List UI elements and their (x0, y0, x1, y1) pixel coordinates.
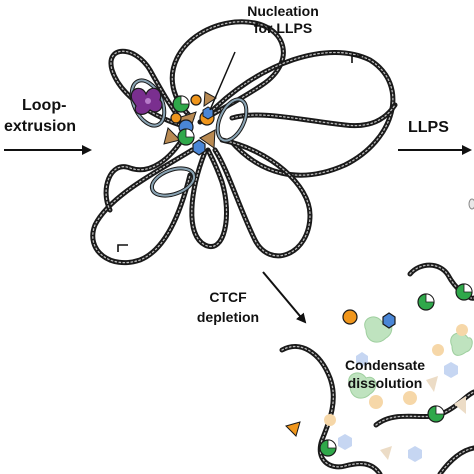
faded-orange-dot (432, 344, 444, 356)
blue-hexagon-icon (382, 312, 396, 329)
faded-tan-triangle (380, 446, 392, 460)
chromatin-strand-bottom-right (437, 445, 474, 474)
loop-extrusion-label-line1: Loop- (22, 97, 66, 114)
loop-extrusion-label-line2: extrusion (4, 118, 76, 135)
chromatin-loop-right (202, 49, 396, 178)
faded-blue-hexagon (338, 434, 352, 450)
faded-tan-triangle (454, 396, 466, 414)
blue-hexagon-icon (192, 139, 206, 156)
ctcf-depletion-arrow (262, 271, 307, 324)
llps-label: LLPS (408, 119, 449, 136)
orange-factor-icon (170, 112, 182, 124)
chromatin-strand-right (373, 389, 474, 428)
faded-green-blob (450, 332, 473, 356)
tan-factor-icon (163, 127, 181, 145)
purple-factor-icon (130, 87, 163, 115)
faded-orange-dot (324, 414, 336, 426)
chromatin-loop-lower-right (212, 137, 313, 259)
partial-condensate-edge (468, 198, 474, 210)
ctcf-depletion-label-line2: depletion (197, 309, 259, 325)
faded-orange-dot (369, 395, 383, 409)
faded-green-blob (348, 372, 377, 399)
tss-arrow-icon (351, 55, 362, 63)
orange-factor-icon (342, 309, 358, 325)
nucleation-label-line1: Nucleation (247, 3, 319, 19)
condensate-dissolution-label-line1: Condensate (345, 357, 425, 373)
nucleation-label-line2: for LLPS (254, 20, 312, 36)
ctcf-depletion-label-line1: CTCF (209, 289, 247, 305)
faded-orange-dot (456, 324, 468, 336)
chromatin-rosette (90, 19, 398, 266)
tan-factor-icon (199, 129, 216, 149)
tan-factor-icon (203, 91, 217, 107)
faded-blue-hexagon (444, 362, 458, 378)
orange-factor-icon (190, 94, 202, 106)
nucleation-cluster (163, 91, 217, 156)
blue-hexagon-icon (202, 106, 214, 120)
tss-arrow-icon (117, 244, 128, 252)
faded-orange-dot (403, 391, 417, 405)
dispersed-factors (285, 283, 473, 462)
condensate-dissolution-label-line2: dissolution (348, 375, 423, 391)
faded-blue-hexagon (408, 446, 422, 462)
nucleation-pointer (209, 51, 236, 111)
faded-blue-hexagon (356, 352, 368, 367)
faded-tan-triangle (426, 376, 438, 392)
orange-triangle-icon (285, 421, 301, 437)
